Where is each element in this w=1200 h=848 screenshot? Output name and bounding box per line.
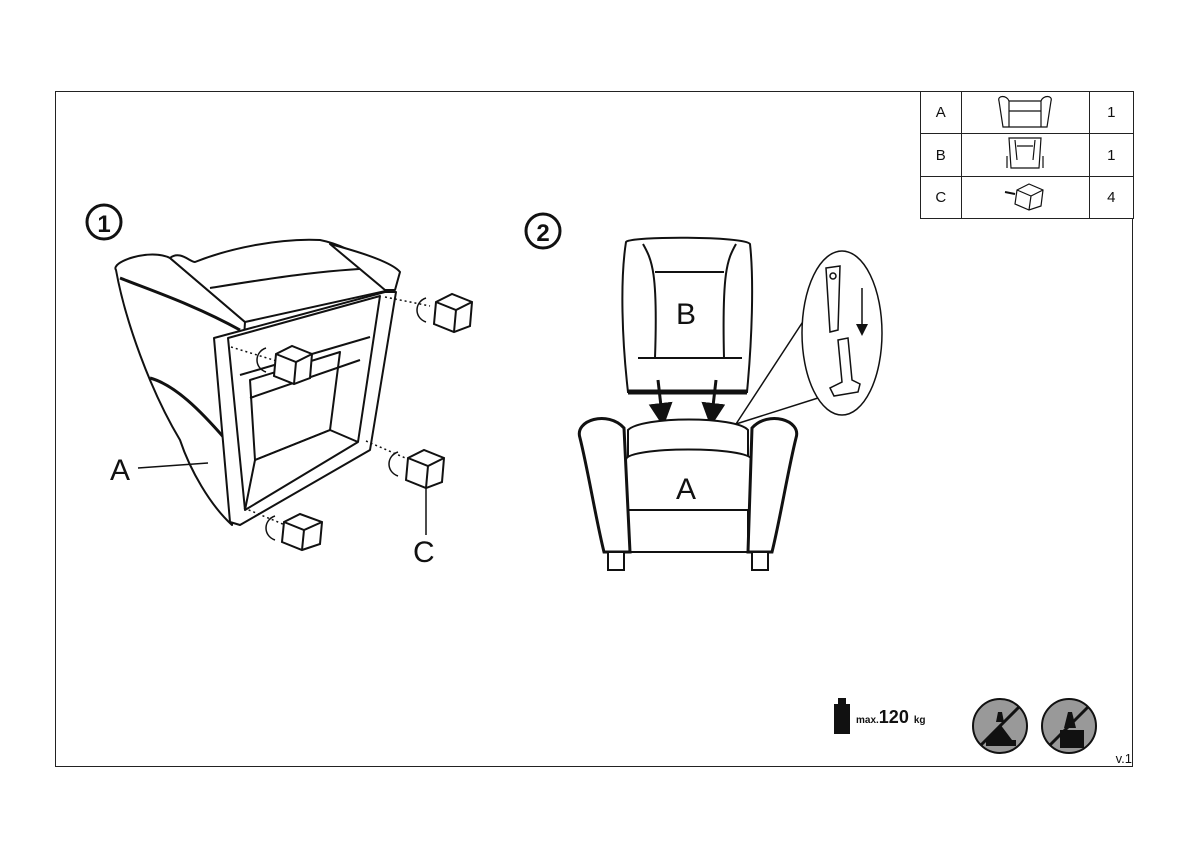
part-qty: 1 xyxy=(1088,91,1135,134)
table-row: C 4 xyxy=(920,176,1135,219)
part-qty: 1 xyxy=(1088,133,1135,177)
armchair-a xyxy=(577,417,799,571)
backrest-icon xyxy=(960,133,1090,177)
leg-icon xyxy=(960,176,1090,219)
svg-text:1: 1 xyxy=(97,211,110,238)
label-backrest-b: B xyxy=(676,298,696,331)
step-2-number: 2 xyxy=(524,212,562,250)
parts-table: A 1 B 1 C 4 xyxy=(920,91,1135,219)
version-label: v.1 xyxy=(1115,751,1132,766)
label-leg-c: C xyxy=(413,536,435,569)
load-prefix: max. xyxy=(856,715,879,726)
down-arrow xyxy=(648,379,726,427)
load-value: 120 xyxy=(878,707,909,727)
no-climbing-icon xyxy=(1041,698,1097,754)
leg-block xyxy=(272,292,474,552)
armchair-frame-icon xyxy=(960,91,1090,134)
rotate-arrow xyxy=(256,297,427,541)
max-load-label: max.120 kg xyxy=(856,707,926,728)
armchair-upside-down xyxy=(114,238,401,526)
weight-icon xyxy=(834,698,850,734)
label-frame-a-2: A xyxy=(676,473,696,506)
instruction-sheet xyxy=(55,91,1133,767)
bracket-detail-callout xyxy=(735,250,883,425)
part-key: B xyxy=(920,133,962,177)
part-key: A xyxy=(920,91,962,134)
table-row: A 1 xyxy=(920,91,1135,134)
label-frame-a: A xyxy=(110,454,130,487)
part-key: C xyxy=(920,176,962,219)
table-row: B 1 xyxy=(920,133,1135,177)
part-qty: 4 xyxy=(1088,176,1135,219)
backrest-b xyxy=(621,236,754,395)
svg-text:2: 2 xyxy=(536,220,549,247)
leg-guides xyxy=(230,296,431,528)
step-1-number: 1 xyxy=(85,203,123,241)
no-standing-icon xyxy=(972,698,1028,754)
load-unit: kg xyxy=(913,715,926,726)
